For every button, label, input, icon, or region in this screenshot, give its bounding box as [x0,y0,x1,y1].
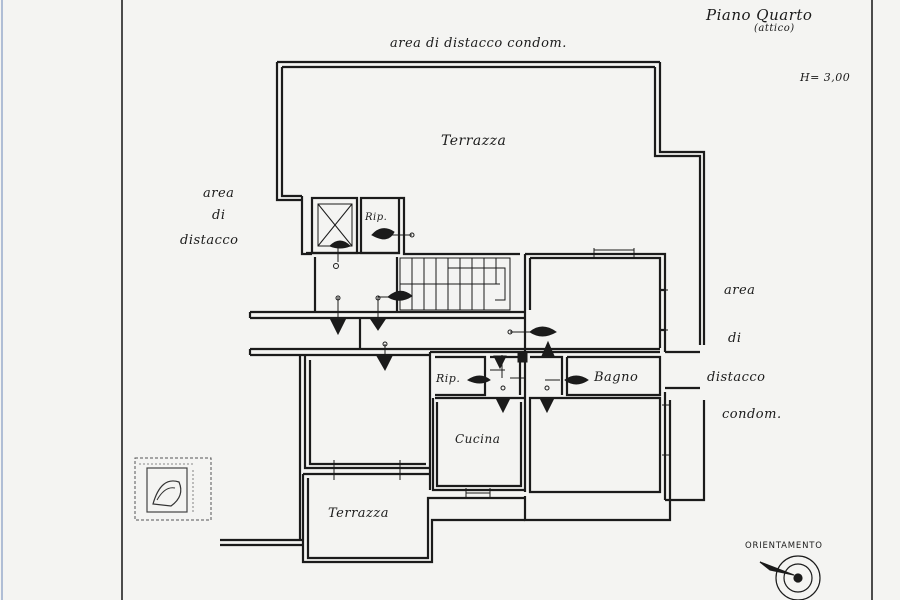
light-point-icon [564,375,589,385]
corridor-walls [248,310,660,357]
staircase-icon [399,257,511,311]
light-point-icon [467,375,491,384]
light-point-icon [539,397,555,414]
light-point-icon [493,355,507,370]
left-walls [220,355,303,547]
light-point-icon [329,317,347,336]
orientation-label: ORIENTAMENTO [745,541,823,551]
elevator-cross-icon [317,203,353,247]
light-point-icon [529,326,557,337]
storage-upper-room [359,196,401,255]
light-point-icon [544,385,550,391]
light-point-icon [541,340,555,357]
room-label-storage-upper: Rip. [365,212,388,223]
room-label-bathroom: Bagno [594,370,639,385]
light-point-icon [376,355,393,372]
bedroom-upper-right [523,252,667,352]
kitchen-outline [431,398,525,492]
terrace-top-outline [275,60,706,345]
left-area-label-3: distacco [180,233,239,248]
light-point-icon [517,351,528,363]
light-point-icon [371,228,395,240]
compass-icon [759,555,821,600]
right-area-label-3: distacco [707,370,766,385]
light-point-icon [375,295,381,301]
height-note: H= 3,00 [800,71,851,84]
plan-subtitle: (attico) [754,23,795,34]
top-area-label: area di distacco condom. [390,36,567,51]
bedroom-lower-right [523,392,706,522]
light-point-icon [507,329,513,335]
seal-stamp-icon [134,457,212,521]
right-walls [660,288,700,390]
door-marks [333,248,670,498]
room-label-terrace-bottom: Terrazza [328,506,389,521]
core-walls [300,196,520,312]
right-area-label-2: di [728,331,742,346]
light-point-icon [495,397,511,414]
light-point-icon [409,232,415,238]
light-point-icon [335,295,341,301]
room-label-storage-lower: Rip. [436,372,461,385]
light-point-icon [500,385,506,391]
right-area-label-1: area [724,283,756,298]
light-point-icon [382,341,388,347]
right-area-label-4: condom. [722,407,782,422]
light-point-icon [329,240,351,249]
left-area-label-1: area [203,186,235,201]
light-point-icon [333,263,339,269]
bedroom-lower-left [303,355,430,470]
room-label-terrace-top: Terrazza [441,133,507,149]
light-point-icon [387,290,413,301]
terrace-bottom-outline [301,472,525,564]
light-point-icon [369,317,387,331]
plan-title: Piano Quarto [706,6,813,24]
room-label-kitchen: Cucina [455,432,501,446]
left-area-label-2: di [212,208,226,223]
